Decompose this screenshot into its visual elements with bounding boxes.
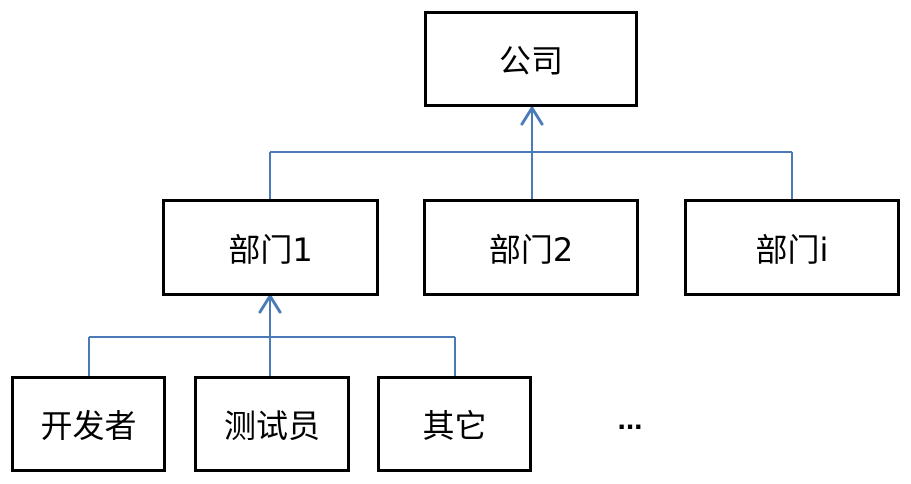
arrow-head-icon	[520, 106, 544, 126]
company-department-connector	[269, 110, 793, 199]
department-label: 部门2	[488, 230, 574, 269]
department-member-connector	[88, 298, 456, 376]
arrow-head-icon	[258, 294, 282, 314]
member-label: 开发者	[40, 407, 137, 445]
company-node: 公司	[424, 11, 638, 107]
member-node-tester: 测试员	[194, 376, 350, 472]
department-node-i: 部门i	[684, 199, 900, 296]
department-label: 部门i	[755, 230, 829, 269]
department-node-2: 部门2	[423, 199, 639, 296]
more-members-ellipsis: ...	[617, 403, 643, 436]
member-label: 其它	[422, 407, 487, 445]
company-label: 公司	[498, 42, 563, 80]
department-node-1: 部门1	[162, 199, 379, 296]
member-node-other: 其它	[377, 376, 532, 472]
department-label: 部门1	[228, 230, 313, 269]
member-node-developer: 开发者	[11, 376, 166, 472]
member-label: 测试员	[223, 407, 320, 445]
